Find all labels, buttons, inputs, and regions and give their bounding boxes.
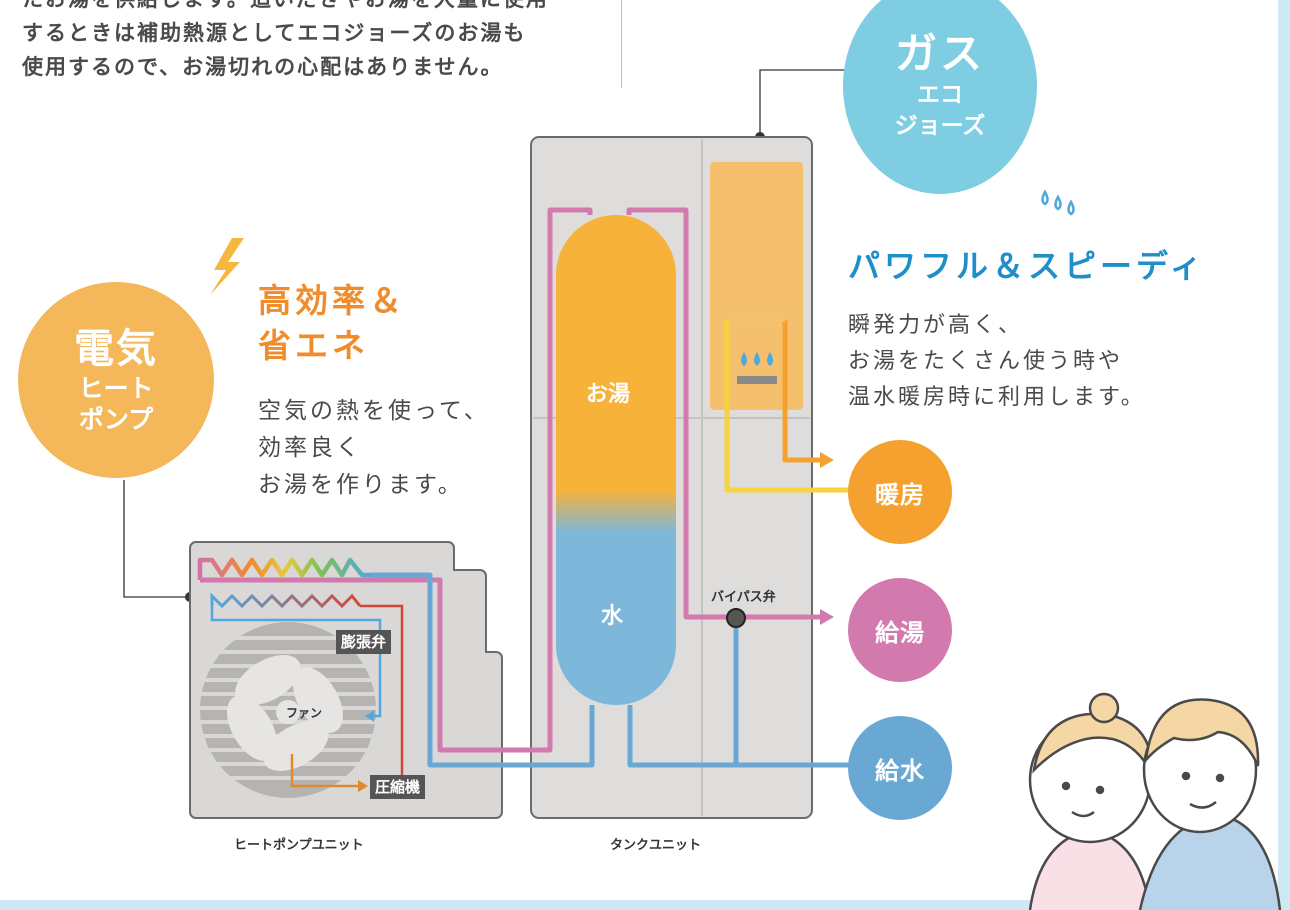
leader-lines <box>123 69 848 598</box>
electric-subtitle-1: ヒート <box>78 374 154 403</box>
gas-desc-line-3: 温水暖房時に利用します。 <box>848 385 1146 410</box>
couple-illustration <box>1028 692 1282 910</box>
gas-burner-box <box>710 162 803 410</box>
intro-line-1: たお湯を供給します。追いだきやお湯を大量に使用 <box>22 0 612 16</box>
water-drops-icon <box>1041 189 1075 216</box>
gas-description: 瞬発力が高く、 お湯をたくさん使う時や 温水暖房時に利用します。 <box>848 308 1146 416</box>
storage-tank <box>556 215 676 705</box>
fan-label: ファン <box>286 706 323 720</box>
arrow-hot-supply <box>820 609 834 625</box>
electric-heading: 高効率＆ 省エネ <box>258 278 406 368</box>
heat-pump-unit <box>189 541 503 819</box>
electric-desc-line-1: 空気の熱を使って、 <box>258 398 490 424</box>
bypass-valve-icon <box>726 608 746 628</box>
gas-heading: パワフル＆スピーディ <box>848 247 1206 285</box>
electric-heading-line-1: 高効率＆ <box>258 281 406 320</box>
electric-desc-line-3: お湯を作ります。 <box>258 472 464 498</box>
pipes <box>200 207 850 768</box>
intro-line-2: するときは補助熱源としてエコジョーズのお湯も <box>22 21 527 45</box>
gas-desc-line-1: 瞬発力が高く、 <box>848 313 1024 338</box>
tank-hot-label: お湯 <box>586 382 631 407</box>
gas-subtitle-1: エコ <box>917 82 963 108</box>
heatpump-unit-label: ヒートポンプユニット <box>234 838 364 853</box>
intro-text: たお湯を供給します。追いだきやお湯を大量に使用 するときは補助熱源としてエコジョ… <box>22 0 612 84</box>
fan-icon <box>227 655 343 771</box>
gas-ecojoz-badge: ガス エコ ジョーズ <box>843 0 1037 194</box>
refrigerant-hot-coil <box>197 557 372 580</box>
electric-desc-line-2: 効率良く <box>258 435 362 461</box>
electric-subtitle-2: ポンプ <box>78 405 154 434</box>
electric-heatpump-badge: 電気 ヒート ポンプ <box>18 282 214 478</box>
electric-description: 空気の熱を使って、 効率良く お湯を作ります。 <box>258 393 490 504</box>
tank-unit-label: タンクユニット <box>610 838 702 853</box>
electric-heading-line-2: 省エネ <box>258 326 369 365</box>
expansion-valve-label: 膨張弁 <box>336 630 392 654</box>
divider-line <box>621 0 622 88</box>
arrow-heating <box>820 452 834 468</box>
gas-subtitle-2: ジョーズ <box>894 113 986 139</box>
flame-icon <box>741 352 773 366</box>
refrigerant-cool-coil <box>210 592 362 609</box>
tank-unit <box>530 136 813 819</box>
hot-supply-badge: 給湯 <box>848 578 952 682</box>
tank-cold-label: 水 <box>601 604 624 629</box>
compressor-line <box>290 754 358 788</box>
lightning-icon <box>210 238 244 295</box>
water-supply-badge: 給水 <box>848 716 952 820</box>
gas-title: ガス <box>894 29 985 78</box>
electric-title: 電気 <box>74 326 158 372</box>
intro-line-3: 使用するので、お湯切れの心配はありません。 <box>22 55 504 79</box>
burner-plate <box>737 376 777 384</box>
heating-badge: 暖房 <box>848 440 952 544</box>
expansion-line <box>210 606 382 718</box>
compressor-label: 圧縮機 <box>370 775 426 799</box>
bypass-valve-label: バイパス弁 <box>711 590 776 605</box>
gas-desc-line-2: お湯をたくさん使う時や <box>848 349 1124 374</box>
